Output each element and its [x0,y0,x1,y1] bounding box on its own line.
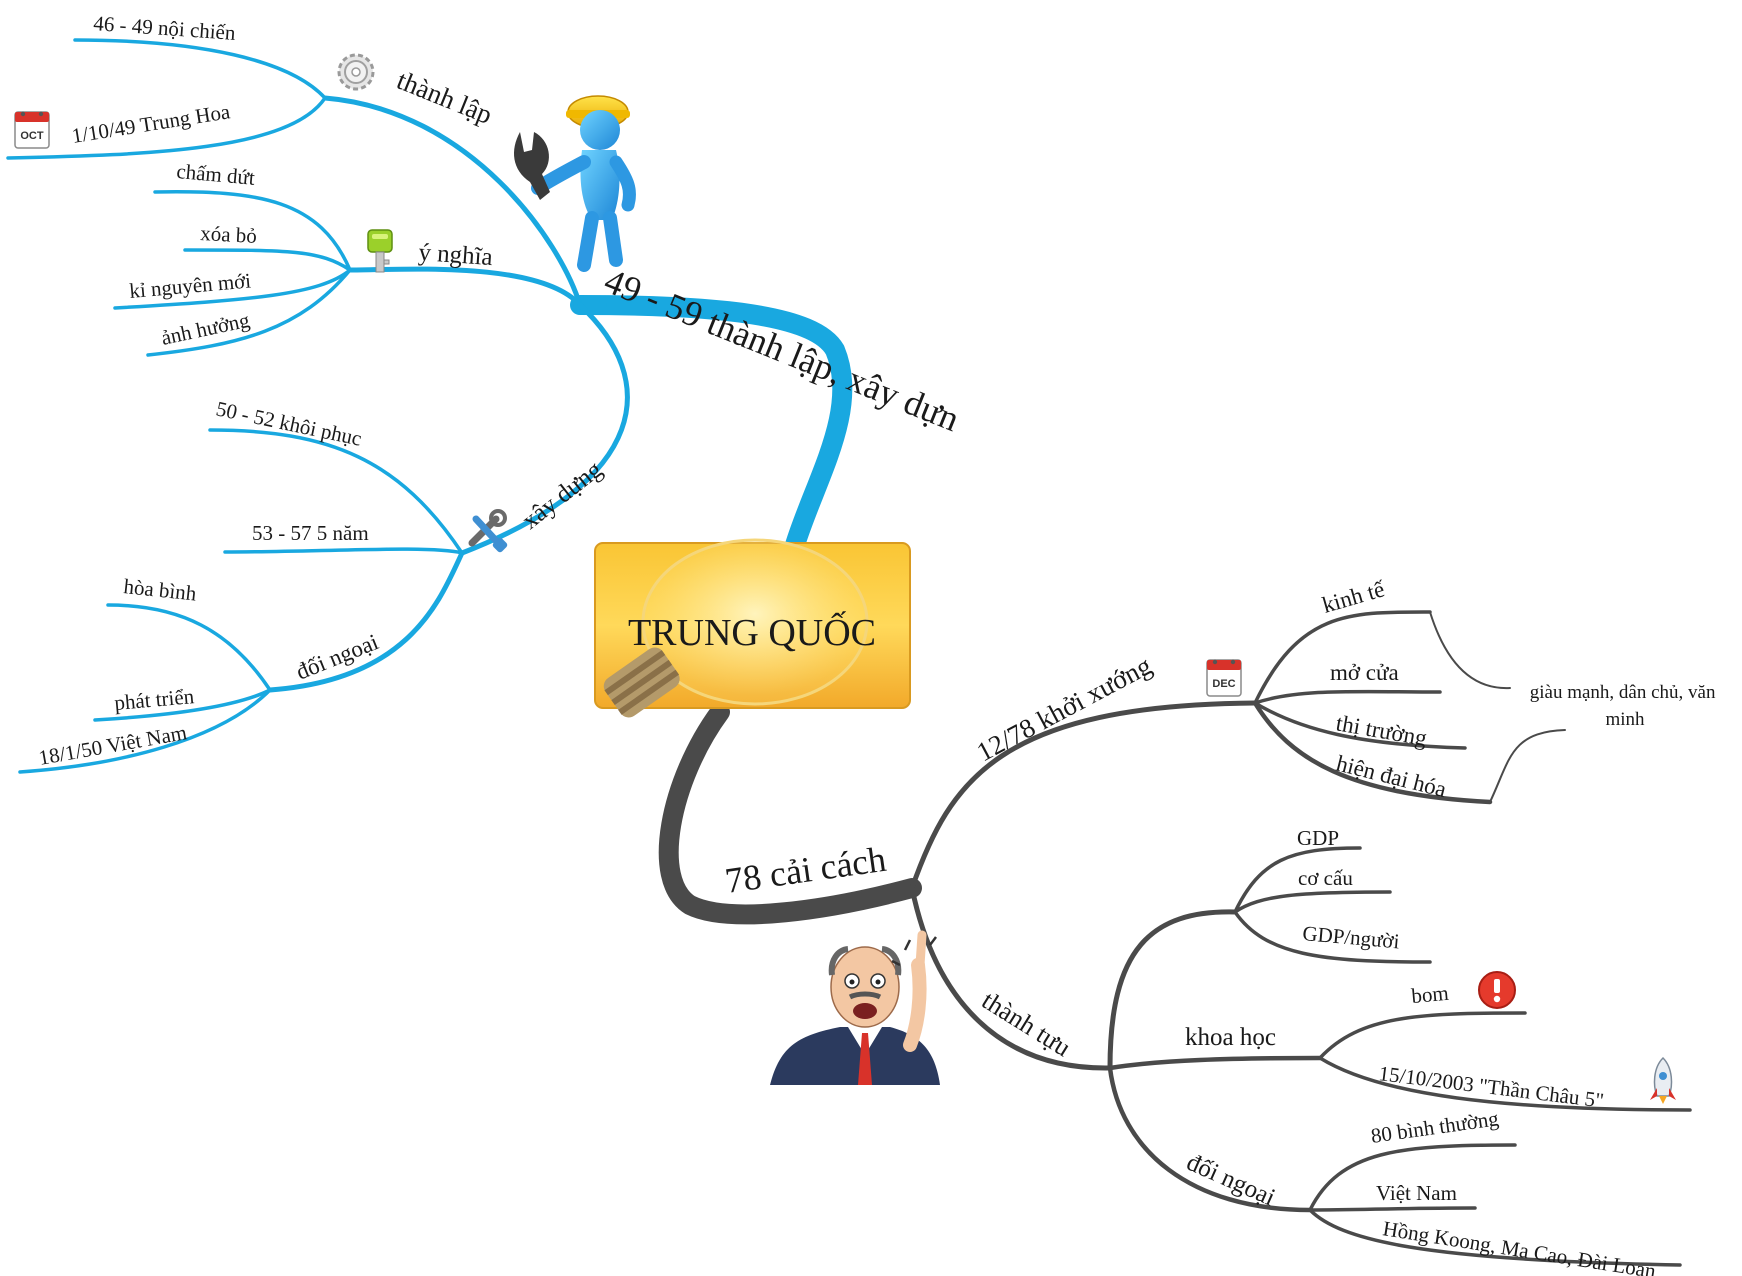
leaf-gdp[interactable]: GDP [1297,826,1339,850]
central-title: TRUNG QUỐC [628,610,876,654]
leaf-co-cau[interactable]: cơ cấu [1298,866,1353,890]
leaf-anh-huong[interactable]: ảnh hưởng [159,308,252,350]
rocket-icon [1650,1056,1676,1104]
branch-a-lines [6,38,853,774]
leaf-viet-nam-b[interactable]: Việt Nam [1376,1181,1457,1205]
key-icon [367,229,393,273]
node-khoa-hoc[interactable]: khoa học [1185,1024,1276,1051]
node-khoi-xuong[interactable]: 12/78 khởi xướng [972,650,1157,767]
lightbulb-icon [641,538,869,706]
leaf-hong-kong[interactable]: Hồng Koong, Ma Cao, Đài Loan [1381,1216,1658,1276]
leaf-hoa-binh[interactable]: hòa bình [122,574,198,606]
leaf-hien-dai-hoa[interactable]: hiện đại hóa [1334,751,1449,802]
node-y-nghia[interactable]: ý nghĩa [418,239,494,271]
gear-icon [337,53,375,91]
tools-icon [468,509,508,553]
worker-illustration [514,95,636,272]
leaf-khoi-phuc[interactable]: 50 - 52 khôi phục [214,396,364,450]
leaf-xoa-bo[interactable]: xóa bỏ [200,221,258,248]
leaf-cham-dut[interactable]: chấm dứt [176,159,256,190]
leaf-bom[interactable]: bom [1410,981,1449,1008]
branch-b-lines [658,610,1692,1267]
leaf-gdp-nguoi[interactable]: GDP/người [1302,921,1401,953]
alert-icon [1478,971,1516,1009]
leaf-trung-hoa[interactable]: 1/10/49 Trung Hoa [70,99,232,148]
branch-a-title[interactable]: 49 - 59 thành lập, xây dựn [599,260,965,439]
bulb-base-icon [603,647,680,718]
calendar-oct-icon: OCT [14,111,50,149]
note-line: giàu mạnh, dân chủ, văn [1530,682,1716,703]
central-node[interactable]: TRUNG QUỐC [594,538,911,721]
note-line-2: minh [1605,709,1645,730]
leaf-viet-nam-a[interactable]: 18/1/50 Việt Nam [37,720,189,770]
leaf-than-chau[interactable]: 15/10/2003 "Thần Châu 5" [1377,1061,1605,1112]
calendar-oct-label: OCT [20,130,44,142]
leaf-ki-nguyen[interactable]: kỉ nguyên mới [128,268,252,303]
leaf-5-nam[interactable]: 53 - 57 5 năm [252,521,369,545]
calendar-dec-label: DEC [1212,678,1235,690]
leaf-80-binh-thuong[interactable]: 80 bình thường [1369,1106,1500,1148]
leaf-thi-truong[interactable]: thị trường [1334,710,1429,751]
node-xay-dung[interactable]: xây dựng [517,456,608,535]
businessman-illustration [770,930,940,1085]
calendar-dec-icon: DEC [1206,659,1242,697]
note-giau-manh: giàu mạnh, dân chủ, văn minh [1530,682,1720,730]
leaf-mo-cua[interactable]: mở cửa [1330,660,1399,685]
